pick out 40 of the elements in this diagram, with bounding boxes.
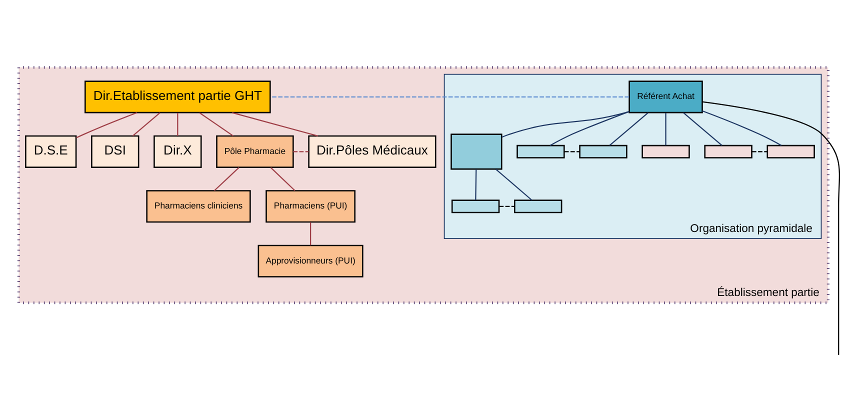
node-box: Pharmaciens (PUI)	[266, 190, 356, 222]
connector	[310, 222, 312, 245]
connector	[550, 110, 630, 146]
node-box	[516, 144, 565, 158]
connector	[502, 110, 630, 138]
node-box: Pôle Pharmacie	[216, 134, 294, 168]
connector	[564, 150, 580, 152]
connector	[683, 112, 722, 146]
node-box	[704, 144, 752, 158]
connector	[177, 112, 178, 136]
node-box: Dir.Etablissement partie GHT	[84, 80, 271, 113]
connector	[496, 168, 532, 200]
connector	[199, 112, 234, 136]
node-box	[579, 144, 628, 158]
connector	[702, 110, 782, 146]
node-box	[451, 199, 500, 213]
node-box	[514, 199, 562, 213]
node-box: DSI	[91, 134, 140, 168]
node-box	[642, 144, 690, 158]
connector	[609, 112, 648, 146]
connector	[232, 112, 318, 136]
node-box: Référent Achat	[628, 80, 703, 113]
connector	[270, 166, 296, 191]
connector	[270, 96, 630, 98]
connector	[752, 150, 768, 152]
connector	[475, 168, 477, 200]
node-box: Approvisionneurs (PUI)	[258, 244, 364, 277]
node-box: D.S.E	[25, 134, 77, 168]
node-box: Pharmaciens cliniciens	[146, 190, 251, 222]
node-box	[450, 133, 502, 170]
connector	[214, 166, 240, 191]
connector	[293, 150, 309, 152]
connector	[702, 100, 840, 354]
connector	[499, 205, 514, 206]
connector	[76, 112, 138, 138]
node-box	[766, 144, 815, 158]
connector	[665, 112, 666, 145]
connector	[132, 112, 160, 136]
node-box: Dir.Pôles Médicaux	[308, 134, 436, 168]
node-box: Dir.X	[154, 134, 202, 168]
